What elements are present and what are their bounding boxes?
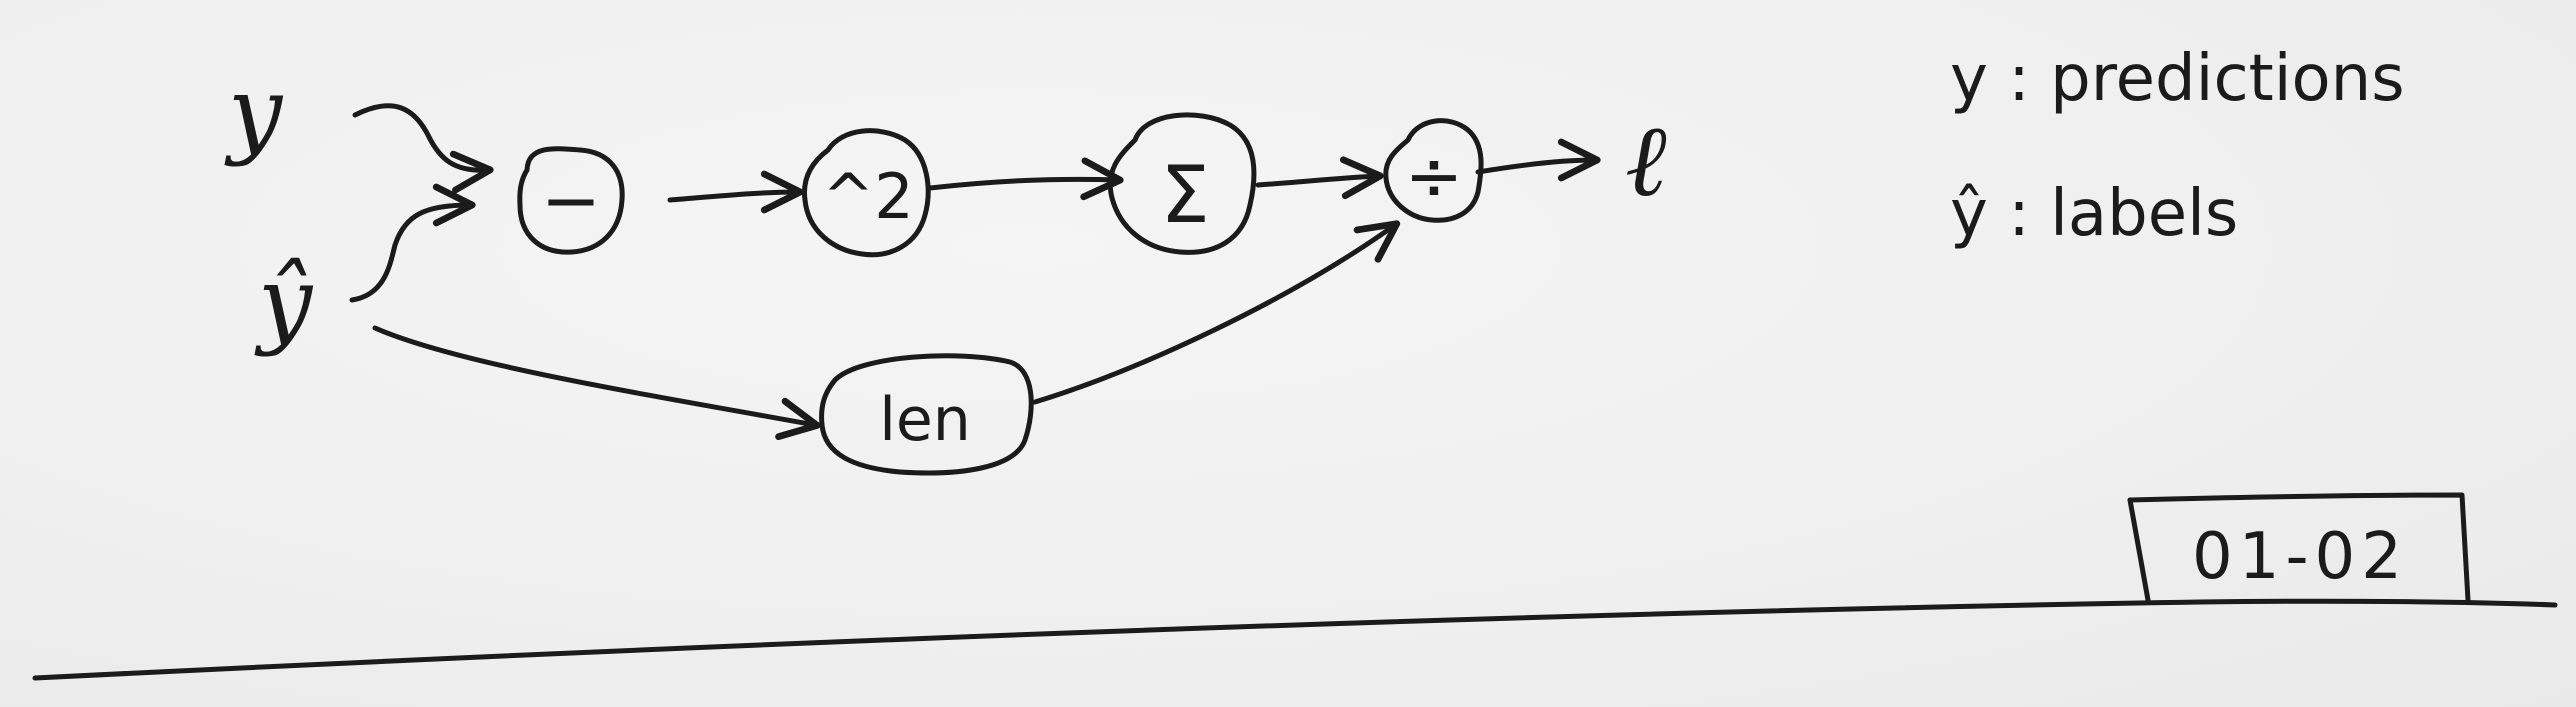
edge-subtract-to-square: [667, 170, 804, 214]
square-node: ^2: [801, 128, 931, 258]
len-label: len: [879, 385, 971, 455]
input-y-hat-label: ŷ: [254, 246, 314, 358]
edge-square-to-sum: [927, 157, 1124, 201]
edge-divide-to-output: [1475, 138, 1601, 182]
edge-len-to-divide: [1032, 220, 1401, 405]
subtract-symbol: −: [541, 158, 601, 242]
edge-y-hat-to-subtract: [349, 183, 476, 303]
divide-symbol: ÷: [1405, 135, 1464, 217]
legend: y : predictions ŷ : labels: [1950, 42, 2405, 251]
stamp-box: 01-02: [2127, 492, 2471, 603]
edge-sum-to-divide: [1255, 156, 1384, 200]
legend-predictions: y : predictions: [1950, 42, 2405, 116]
subtract-node: −: [517, 146, 625, 255]
output-loss-label: ℓ: [1625, 102, 1667, 219]
baseline-rule: [32, 598, 2558, 681]
stamp-label: 01-02: [2192, 520, 2408, 594]
legend-labels: ŷ : labels: [1950, 177, 2238, 251]
sum-node: Σ: [1107, 112, 1257, 255]
len-node: len: [819, 353, 1034, 476]
sum-symbol: Σ: [1160, 151, 1209, 241]
edge-y-hat-to-len: [372, 325, 821, 441]
square-symbol: ^2: [822, 160, 913, 233]
input-y-label: y: [224, 56, 284, 168]
divide-node: ÷: [1383, 118, 1484, 223]
edge-y-to-subtract: [352, 103, 494, 194]
